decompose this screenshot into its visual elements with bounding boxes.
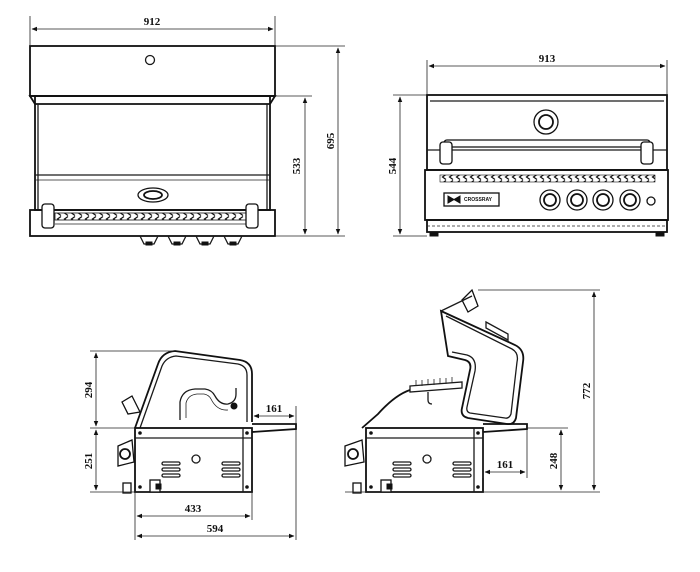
rear-lid-hole <box>144 54 156 66</box>
side-view-open: 161 248 772 <box>344 288 600 494</box>
rear-lid <box>29 45 276 97</box>
open-rack <box>409 381 463 393</box>
dim-rear-inner-height: 533 <box>291 157 303 174</box>
rear-thermometer <box>137 187 169 203</box>
rear-view: 912 533 695 <box>28 16 345 246</box>
open-handle <box>461 288 479 313</box>
dim-open-shelf: 161 <box>497 459 514 471</box>
dim-closed-base-depth: 433 <box>185 503 202 515</box>
dim-front-width: 913 <box>539 53 556 65</box>
dim-rear-width: 912 <box>144 16 161 28</box>
dim-closed-body-height: 251 <box>83 453 95 470</box>
dim-front-height: 544 <box>387 157 399 174</box>
side-view-closed: 294 251 161 433 594 <box>83 350 297 540</box>
dim-closed-shelf: 161 <box>266 403 283 415</box>
front-view: CROSSRAY 913 544 <box>387 53 669 237</box>
open-knob <box>344 439 365 467</box>
closed-hood <box>134 350 253 429</box>
closed-knob <box>117 439 135 467</box>
dim-closed-hood-height: 294 <box>83 381 95 398</box>
front-knobs <box>539 189 656 211</box>
open-hood <box>439 309 525 426</box>
dim-open-body-height: 248 <box>548 452 560 469</box>
front-handle <box>443 139 651 148</box>
front-brand-plate <box>443 192 500 207</box>
closed-shelf <box>251 423 297 433</box>
dim-closed-overall-depth: 594 <box>207 523 224 535</box>
rear-base <box>29 209 276 237</box>
open-shelf <box>482 423 528 433</box>
rear-knobs <box>139 235 243 246</box>
rear-bracket-left <box>41 203 55 229</box>
dim-open-overall-height: 772 <box>581 382 593 399</box>
front-brand-text: CROSSRAY <box>464 197 493 203</box>
closed-vents <box>161 454 241 478</box>
rear-hood-rim <box>28 95 277 105</box>
rear-bracket-right <box>245 203 259 229</box>
dim-rear-depth: 695 <box>325 132 337 149</box>
open-vents <box>392 454 472 478</box>
closed-handle <box>121 395 141 415</box>
front-thermometer <box>533 109 559 135</box>
